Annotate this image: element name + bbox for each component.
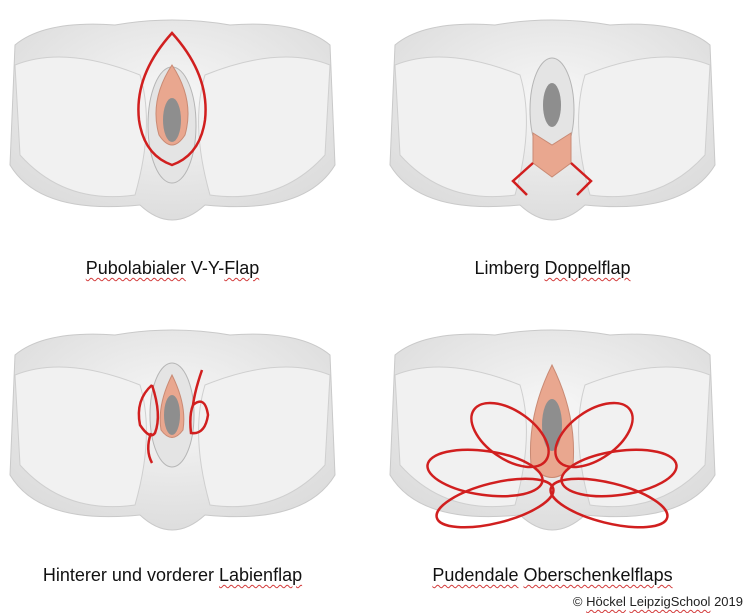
illustration-labienflap <box>5 315 340 555</box>
caption-word: Labienflap <box>219 565 302 585</box>
caption-pubolabial-vy-flap: Pubolabialer V-Y-Flap <box>5 258 340 279</box>
anatomy-drawing <box>385 5 720 245</box>
anatomy-drawing <box>385 315 720 555</box>
caption-word: Pubolabialer <box>86 258 186 278</box>
illustration-limberg-doppelflap <box>385 5 720 245</box>
caption-word: V-Y- <box>186 258 224 278</box>
copyright-author: Höckel <box>586 594 626 609</box>
caption-word: Flap <box>224 258 259 278</box>
caption-word: Oberschenkelflaps <box>524 565 673 585</box>
introitus <box>543 83 561 127</box>
introitus <box>164 395 180 435</box>
copyright-symbol: © <box>573 594 586 609</box>
caption-limberg-doppelflap: Limberg Doppelflap <box>385 258 720 279</box>
introitus <box>163 98 181 142</box>
caption-word: Doppelflap <box>544 258 630 278</box>
caption-word: und <box>107 565 147 585</box>
anatomy-drawing <box>5 5 340 245</box>
copyright-school: LeipzigSchool <box>630 594 711 609</box>
illustration-pudendale-oberschenkelflaps <box>385 315 720 555</box>
caption-word: Limberg <box>474 258 539 278</box>
caption-labienflap: Hinterer und vorderer Labienflap <box>5 565 340 586</box>
caption-word: vorderer <box>147 565 214 585</box>
caption-pudendale-oberschenkelflaps: Pudendale Oberschenkelflaps <box>385 565 720 586</box>
anatomy-drawing <box>5 315 340 555</box>
caption-word: Pudendale <box>432 565 518 585</box>
copyright-year: 2019 <box>710 594 743 609</box>
copyright-notice: © Höckel LeipzigSchool 2019 <box>573 594 743 609</box>
introitus <box>542 399 562 451</box>
caption-word: Hinterer <box>43 565 107 585</box>
illustration-pubolabial-vy-flap <box>5 5 340 245</box>
